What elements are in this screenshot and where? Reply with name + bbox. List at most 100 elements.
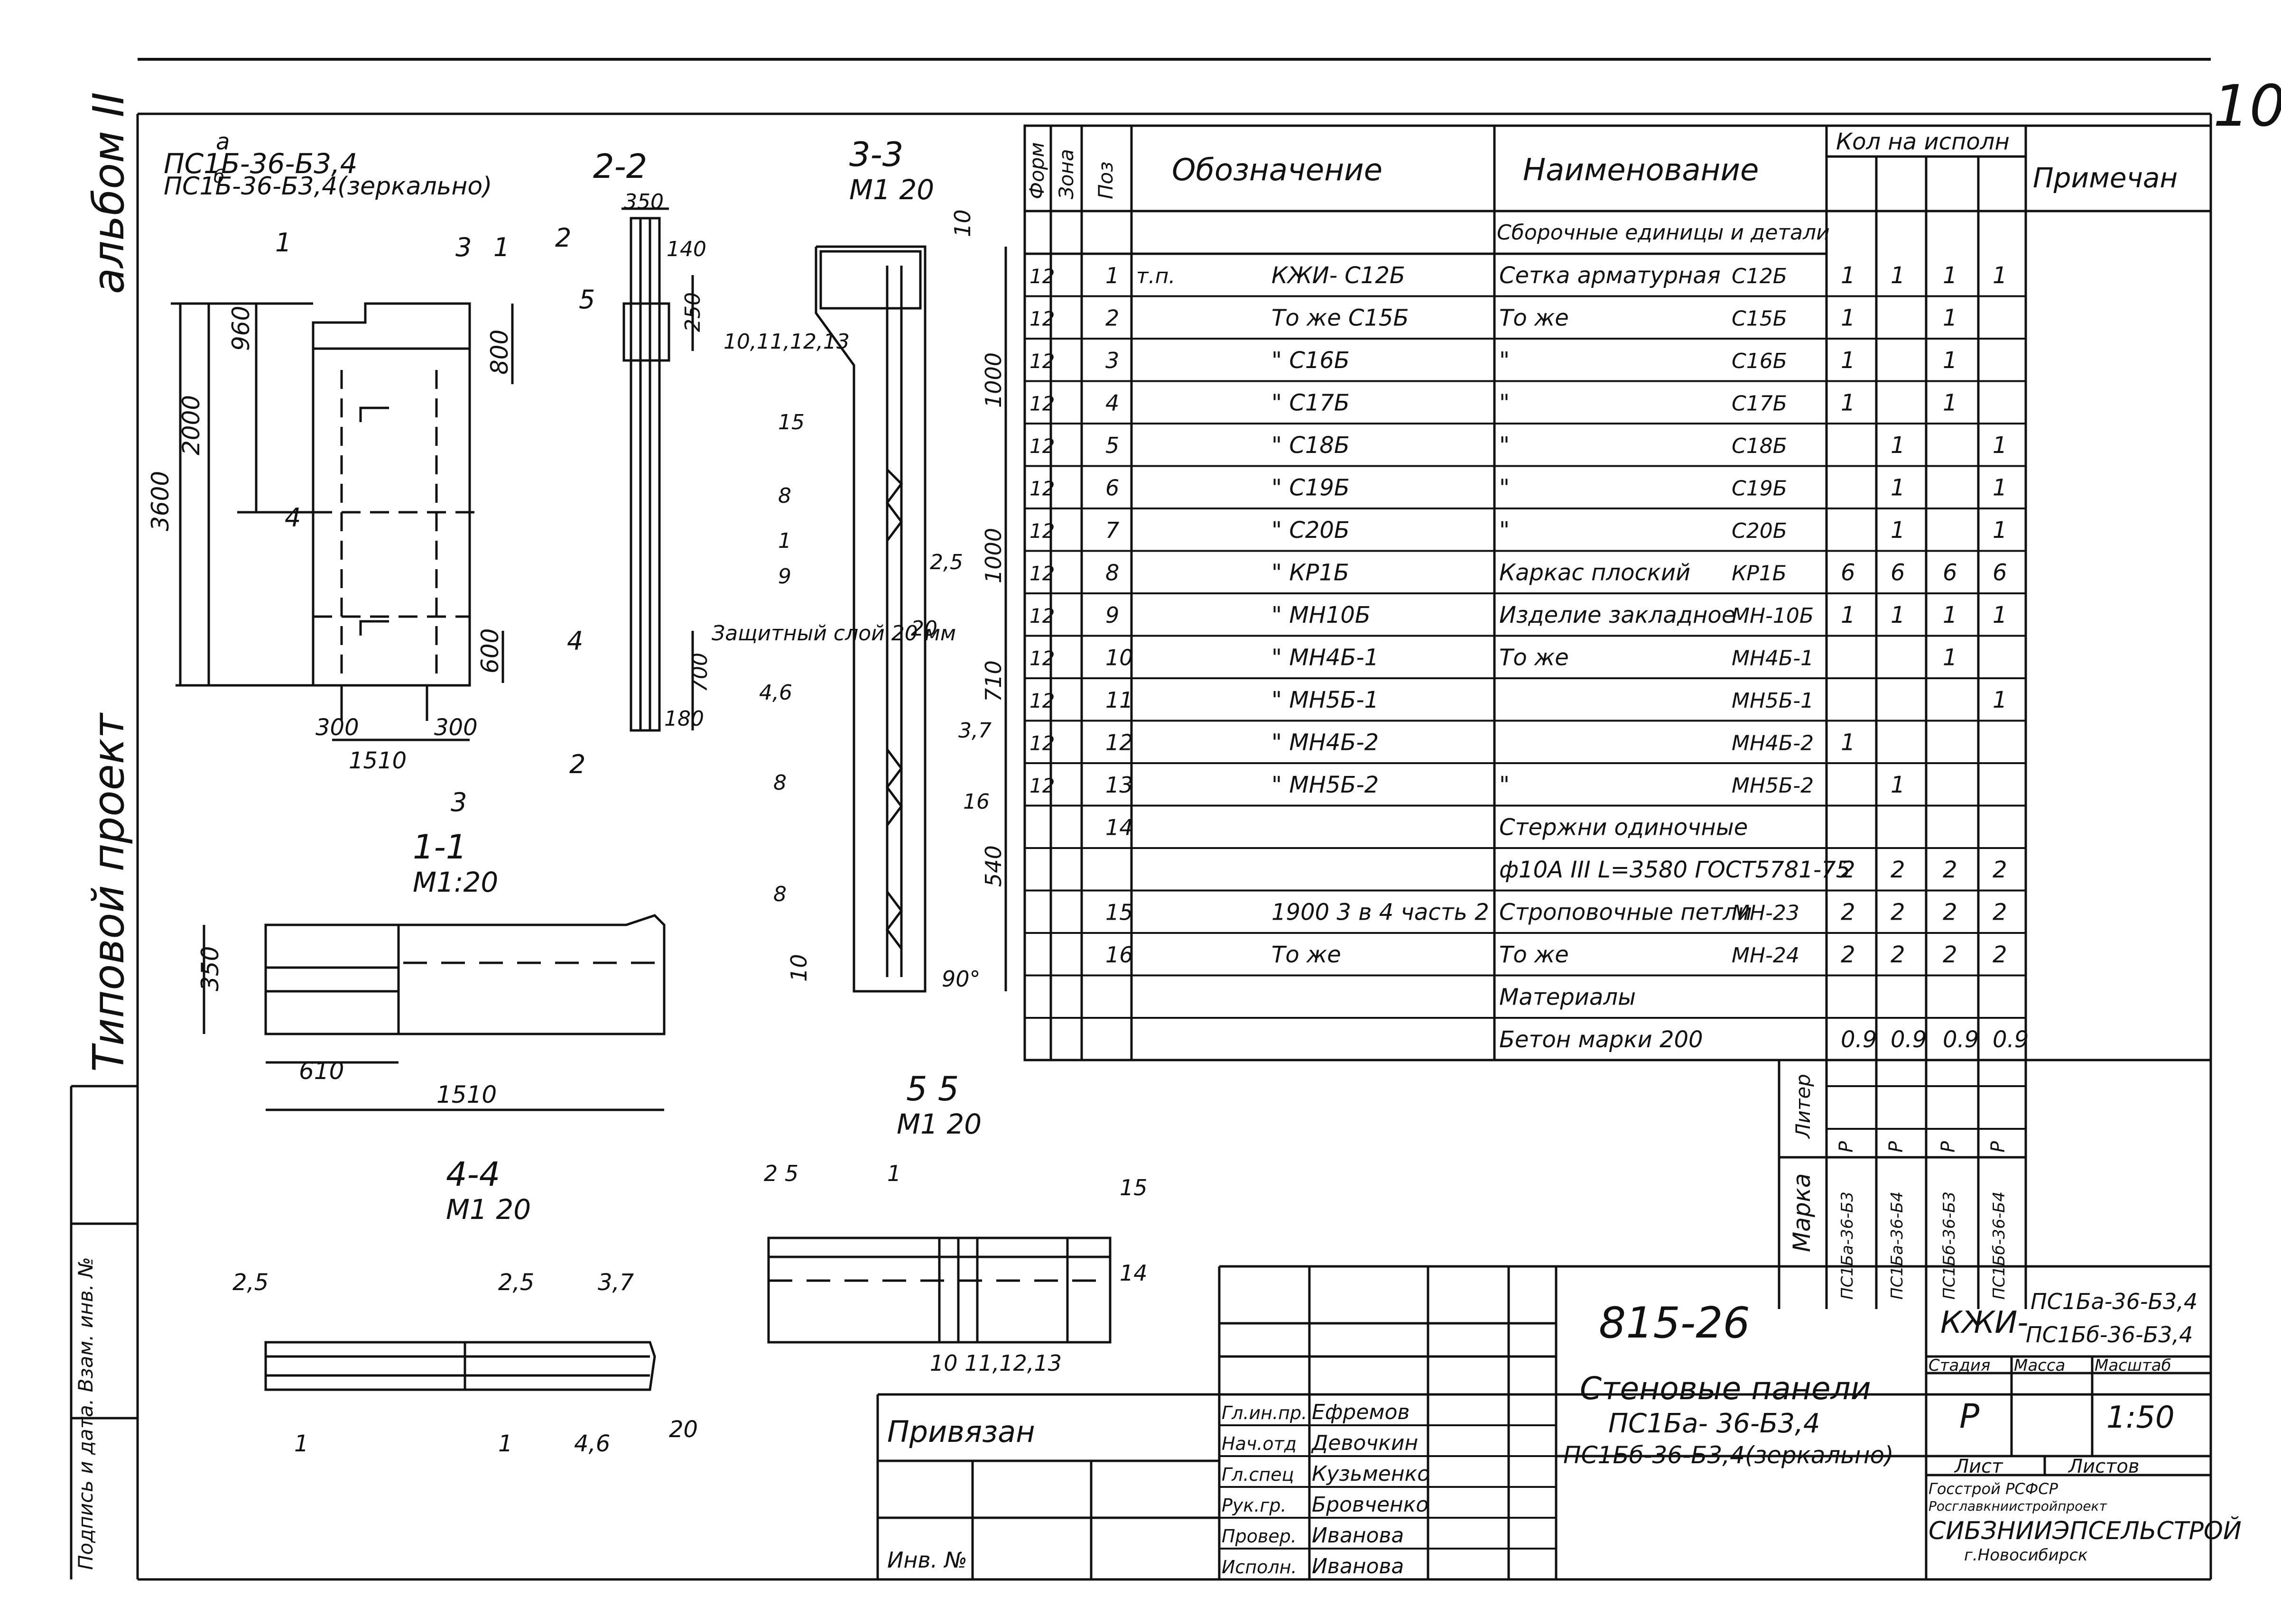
cut-mark: 2 — [569, 749, 585, 779]
row-qty: 1 — [1891, 602, 1905, 628]
row-name-code: МН-10Б — [1732, 604, 1814, 628]
row-pos: 3 — [1105, 348, 1119, 373]
cut-mark: 2 — [555, 223, 571, 253]
cut-mark: 1 — [275, 228, 291, 258]
row-qty: 2 — [1993, 941, 2007, 968]
row-name: ф10А III L=3580 ГОСТ5781-75 — [1499, 857, 1850, 883]
row-qty: 1 — [1891, 772, 1905, 798]
row-name-code: С12Б — [1732, 264, 1787, 288]
row-pos: 14 — [1105, 815, 1133, 840]
sec22-dim: 140 — [667, 237, 706, 261]
row-qty: 1 — [1943, 645, 1957, 671]
row-format: 12 — [1029, 604, 1055, 627]
row-qty: 6 — [1993, 560, 2007, 586]
row-name-code: С15Б — [1732, 307, 1787, 331]
row-designation: " МН5Б-1 — [1271, 687, 1379, 713]
row-format: 12 — [1029, 265, 1055, 288]
sec44-callout: 3,7 — [598, 1269, 634, 1296]
row-qty: 2 — [1841, 941, 1855, 968]
row-format: 12 — [1029, 477, 1055, 500]
row-qty: 1 — [1841, 347, 1855, 374]
row-name-code: МН4Б-2 — [1732, 731, 1814, 756]
row-name-code: МН5Б-2 — [1732, 774, 1814, 798]
row-format: 12 — [1029, 307, 1055, 331]
row-qty: 1 — [1993, 475, 2007, 501]
row-designation: То же С15Б — [1271, 305, 1409, 332]
sec33-dim: 10 — [786, 954, 812, 982]
panel-title-2: ПС1Б-36-Б3,4(зеркально)б — [164, 166, 492, 201]
liter-value: Р — [1836, 1141, 1857, 1153]
row-name: " — [1499, 475, 1510, 501]
section-2-2-title: 2-2 — [593, 147, 647, 186]
panel-title-1-sup: а — [216, 129, 230, 155]
section-4-4-scale: М1 20 — [446, 1193, 531, 1226]
row-qty: 6 — [1943, 560, 1957, 586]
row-pos: 5 — [1105, 433, 1119, 458]
row-qty: 1 — [1943, 390, 1957, 416]
row-designation: " МН10Б — [1271, 602, 1371, 628]
row-qty: 2 — [1841, 857, 1855, 883]
org-line3: СИБЗНИИЭПСЕЛЬСТРОЙ — [1929, 1516, 2242, 1545]
header-zone: Зона — [1055, 149, 1078, 199]
section-3-3-drawing — [815, 245, 1007, 993]
row-qty: 1 — [1841, 390, 1855, 416]
row-qty: 2 — [1891, 857, 1905, 883]
row-name: Сетка арматурная — [1499, 262, 1721, 289]
row-qty: 6 — [1841, 560, 1855, 586]
section-4-4-drawing — [264, 1341, 656, 1391]
row-qty: 2 — [1993, 857, 2007, 883]
sec55-callout: 1 — [887, 1161, 901, 1186]
mark-value: ПС1Бб-36-Б4 — [1990, 1191, 2009, 1300]
panel-dim: 300 — [434, 714, 478, 741]
row-name: То же — [1499, 645, 1569, 671]
row-qty: 1 — [1841, 729, 1855, 756]
row-name-code: МН5Б-1 — [1732, 689, 1814, 713]
sheet-label: Лист — [1954, 1456, 2003, 1477]
row-name: " — [1499, 347, 1510, 374]
sec11-dim: 350 — [196, 946, 224, 991]
row-name: " — [1499, 517, 1510, 544]
section-1-1-drawing — [203, 914, 666, 1111]
row-qty: 1 — [1943, 305, 1957, 332]
sec33-callout: 9 — [778, 564, 791, 589]
section-1-1-scale: М1:20 — [413, 866, 498, 898]
row-format: 12 — [1029, 647, 1055, 670]
row-designation: " С18Б — [1271, 432, 1350, 459]
staff-name: Бровченко — [1312, 1493, 1428, 1517]
liter-label: Литер — [1791, 1074, 1815, 1139]
row-name: Каркас плоский — [1499, 560, 1690, 586]
row-designation: То же — [1271, 941, 1341, 968]
row-name: Изделие закладное — [1499, 602, 1735, 628]
mark-value: ПС1Ба-36-Б3 — [1838, 1191, 1857, 1300]
staff-role: Рук.гр. — [1222, 1495, 1287, 1516]
row-name-code: С16Б — [1732, 349, 1787, 373]
sec33-dim: 10 — [950, 209, 975, 237]
row-name-code: МН4Б-1 — [1732, 646, 1814, 671]
sec33-callout: 8 — [773, 771, 787, 795]
row-qty: 0.9 — [1841, 1026, 1877, 1053]
row-pos: 6 — [1105, 475, 1119, 501]
row-qty: 1 — [1891, 262, 1905, 289]
title-line2: ПС1Бa- 36-Б3,4 — [1608, 1408, 1820, 1439]
row-designation: " МН4Б-1 — [1271, 645, 1379, 671]
row-name-code: МН-24 — [1732, 943, 1799, 968]
row-pos: 13 — [1105, 772, 1133, 798]
header-note: Примечан — [2033, 162, 2178, 194]
spec-table-grid — [1023, 124, 2212, 1309]
row-name: Строповочные петли — [1499, 899, 1752, 926]
row-format: 12 — [1029, 350, 1055, 373]
row-qty: 2 — [1943, 941, 1957, 968]
row-qty: 1 — [1993, 602, 2007, 628]
sheets-label: Листов — [2068, 1456, 2139, 1477]
sec44-callout: 1 — [498, 1430, 513, 1457]
panel-elevation — [171, 302, 514, 741]
header-qty: Кол на исполн — [1836, 129, 2010, 155]
staff-name: Кузьменко — [1312, 1462, 1430, 1486]
sec22-dim: 180 — [664, 707, 704, 731]
row-name: Материалы — [1499, 984, 1636, 1011]
row-pos: 2 — [1105, 305, 1119, 331]
panel-dim: 1510 — [349, 747, 407, 774]
row-format: 12 — [1029, 732, 1055, 755]
code-prefix: КЖИ- — [1940, 1305, 2028, 1340]
